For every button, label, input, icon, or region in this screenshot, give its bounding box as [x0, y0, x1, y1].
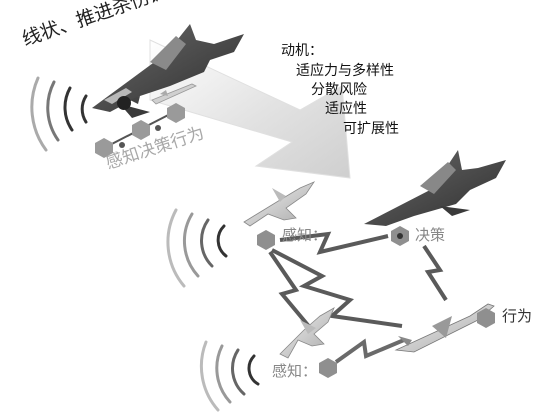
radar-waves-sense1: [166, 208, 228, 288]
node-label-decide: 决策: [415, 226, 446, 244]
motivation-item: 适应力与多样性: [296, 63, 394, 79]
hexagon-sense-2: [319, 358, 337, 378]
motivation-item: 可扩展性: [343, 121, 399, 137]
network-links: [268, 231, 448, 364]
link-decide-act: [422, 244, 448, 302]
hexagon-act: [477, 308, 495, 328]
radar-waves-sense2: [199, 340, 260, 412]
hexagon-act-linear: [167, 103, 185, 123]
node-label-sense-2: 感知：: [272, 362, 318, 380]
bomb-icon: [117, 96, 140, 110]
link-sense2-act: [334, 338, 405, 364]
hexagon-decide-linear: [132, 120, 150, 140]
sensor-aircraft-2-icon: [279, 307, 335, 359]
node-label-act: 行为: [502, 307, 533, 325]
motivation-heading: 动机：: [281, 43, 323, 59]
strike-weapon-icon: [394, 303, 495, 353]
link-sense1-decide: [279, 231, 389, 255]
hexagon-sense-1: [257, 230, 275, 250]
node-label-sense-1: 感知：: [282, 226, 328, 244]
decision-jet-icon: [364, 150, 506, 226]
motivation-item: 适应性: [325, 101, 367, 117]
missile-icon: [151, 83, 197, 105]
radar-waves-top: [30, 76, 88, 152]
hexagon-sense-linear: [95, 138, 113, 158]
motivation-item: 分散风险: [311, 82, 367, 98]
link-sense1-sense2: [268, 250, 314, 332]
link-sense1-act: [271, 248, 403, 328]
sensor-aircraft-1-icon: [243, 181, 316, 227]
